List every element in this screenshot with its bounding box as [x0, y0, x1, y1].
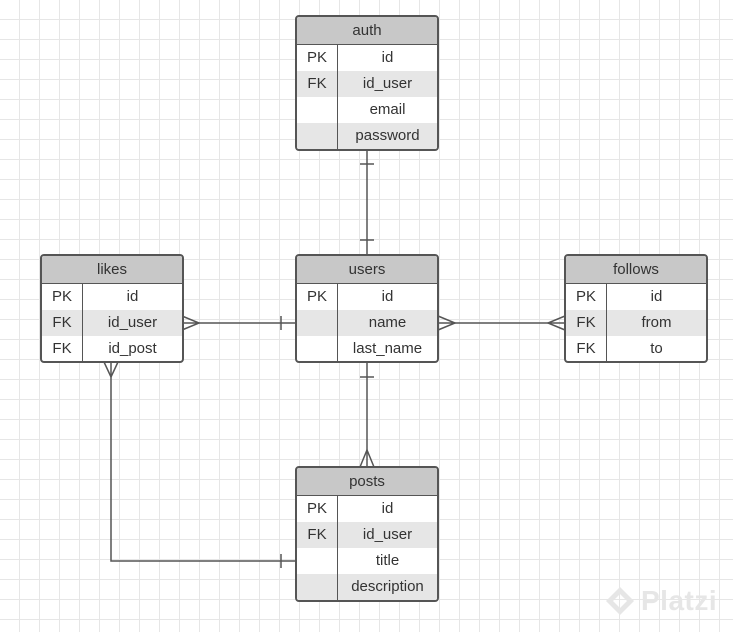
field-row: PK id: [566, 284, 706, 310]
key-cell: FK: [297, 522, 338, 548]
field-row: FK id_user: [297, 71, 437, 97]
field-name: password: [355, 127, 420, 144]
platzi-watermark: Platzi: [603, 584, 717, 618]
connector-users-follows: [437, 315, 566, 331]
field-name: id: [650, 288, 663, 305]
field-row: password: [297, 123, 437, 149]
key-cell: FK: [42, 336, 83, 361]
key-cell: [297, 574, 338, 600]
field-name: id_user: [107, 314, 158, 331]
field-row: FK id_user: [297, 522, 437, 548]
entity-title: posts: [297, 468, 437, 496]
key-cell: [297, 123, 338, 149]
key-cell: FK: [566, 310, 607, 336]
key-cell: FK: [566, 336, 607, 361]
key-cell: PK: [566, 284, 607, 310]
key-cell: [297, 97, 338, 123]
key-cell: FK: [42, 310, 83, 336]
field-row: FK id_post: [42, 336, 182, 361]
field-row: title: [297, 548, 437, 574]
key-cell: [297, 310, 338, 336]
field-row: description: [297, 574, 437, 600]
field-name: id: [381, 49, 394, 66]
connector-likes-users: [181, 315, 296, 331]
entity-follows[interactable]: follows PK id FK from FK to: [564, 254, 708, 363]
entity-users[interactable]: users PK id name last_name: [295, 254, 439, 363]
field-row: PK id: [297, 284, 437, 310]
field-name: name: [368, 314, 407, 331]
key-cell: PK: [297, 284, 338, 310]
entity-title: follows: [566, 256, 706, 284]
field-name: last_name: [352, 340, 423, 357]
connector-users-posts: [359, 362, 375, 468]
field-row: FK to: [566, 336, 706, 361]
key-cell: PK: [297, 496, 338, 522]
field-name: title: [375, 552, 400, 569]
entity-auth[interactable]: auth PK id FK id_user email password: [295, 15, 439, 151]
entity-posts[interactable]: posts PK id FK id_user title description: [295, 466, 439, 602]
field-name: id_user: [362, 75, 413, 92]
field-name: id: [381, 288, 394, 305]
entity-likes[interactable]: likes PK id FK id_user FK id_post: [40, 254, 184, 363]
field-name: id_user: [362, 526, 413, 543]
field-name: id: [126, 288, 139, 305]
field-row: PK id: [297, 496, 437, 522]
field-name: email: [369, 101, 406, 118]
field-name: to: [650, 340, 663, 357]
key-cell: [297, 548, 338, 574]
field-row: FK from: [566, 310, 706, 336]
field-name: id_post: [108, 340, 157, 357]
entity-title: users: [297, 256, 437, 284]
field-row: PK id: [42, 284, 182, 310]
connector-likes-posts: [103, 361, 296, 568]
field-row: email: [297, 97, 437, 123]
key-cell: PK: [42, 284, 83, 310]
key-cell: FK: [297, 71, 338, 97]
platzi-logo-icon: [606, 587, 634, 615]
watermark-text: Platzi: [641, 585, 718, 616]
field-name: description: [351, 578, 424, 595]
field-row: FK id_user: [42, 310, 182, 336]
field-row: PK id: [297, 45, 437, 71]
field-name: from: [641, 314, 672, 331]
key-cell: PK: [297, 45, 338, 71]
key-cell: [297, 336, 338, 361]
field-name: id: [381, 500, 394, 517]
field-row: name: [297, 310, 437, 336]
entity-title: auth: [297, 17, 437, 45]
connector-auth-users: [360, 150, 374, 255]
field-row: last_name: [297, 336, 437, 361]
entity-title: likes: [42, 256, 182, 284]
